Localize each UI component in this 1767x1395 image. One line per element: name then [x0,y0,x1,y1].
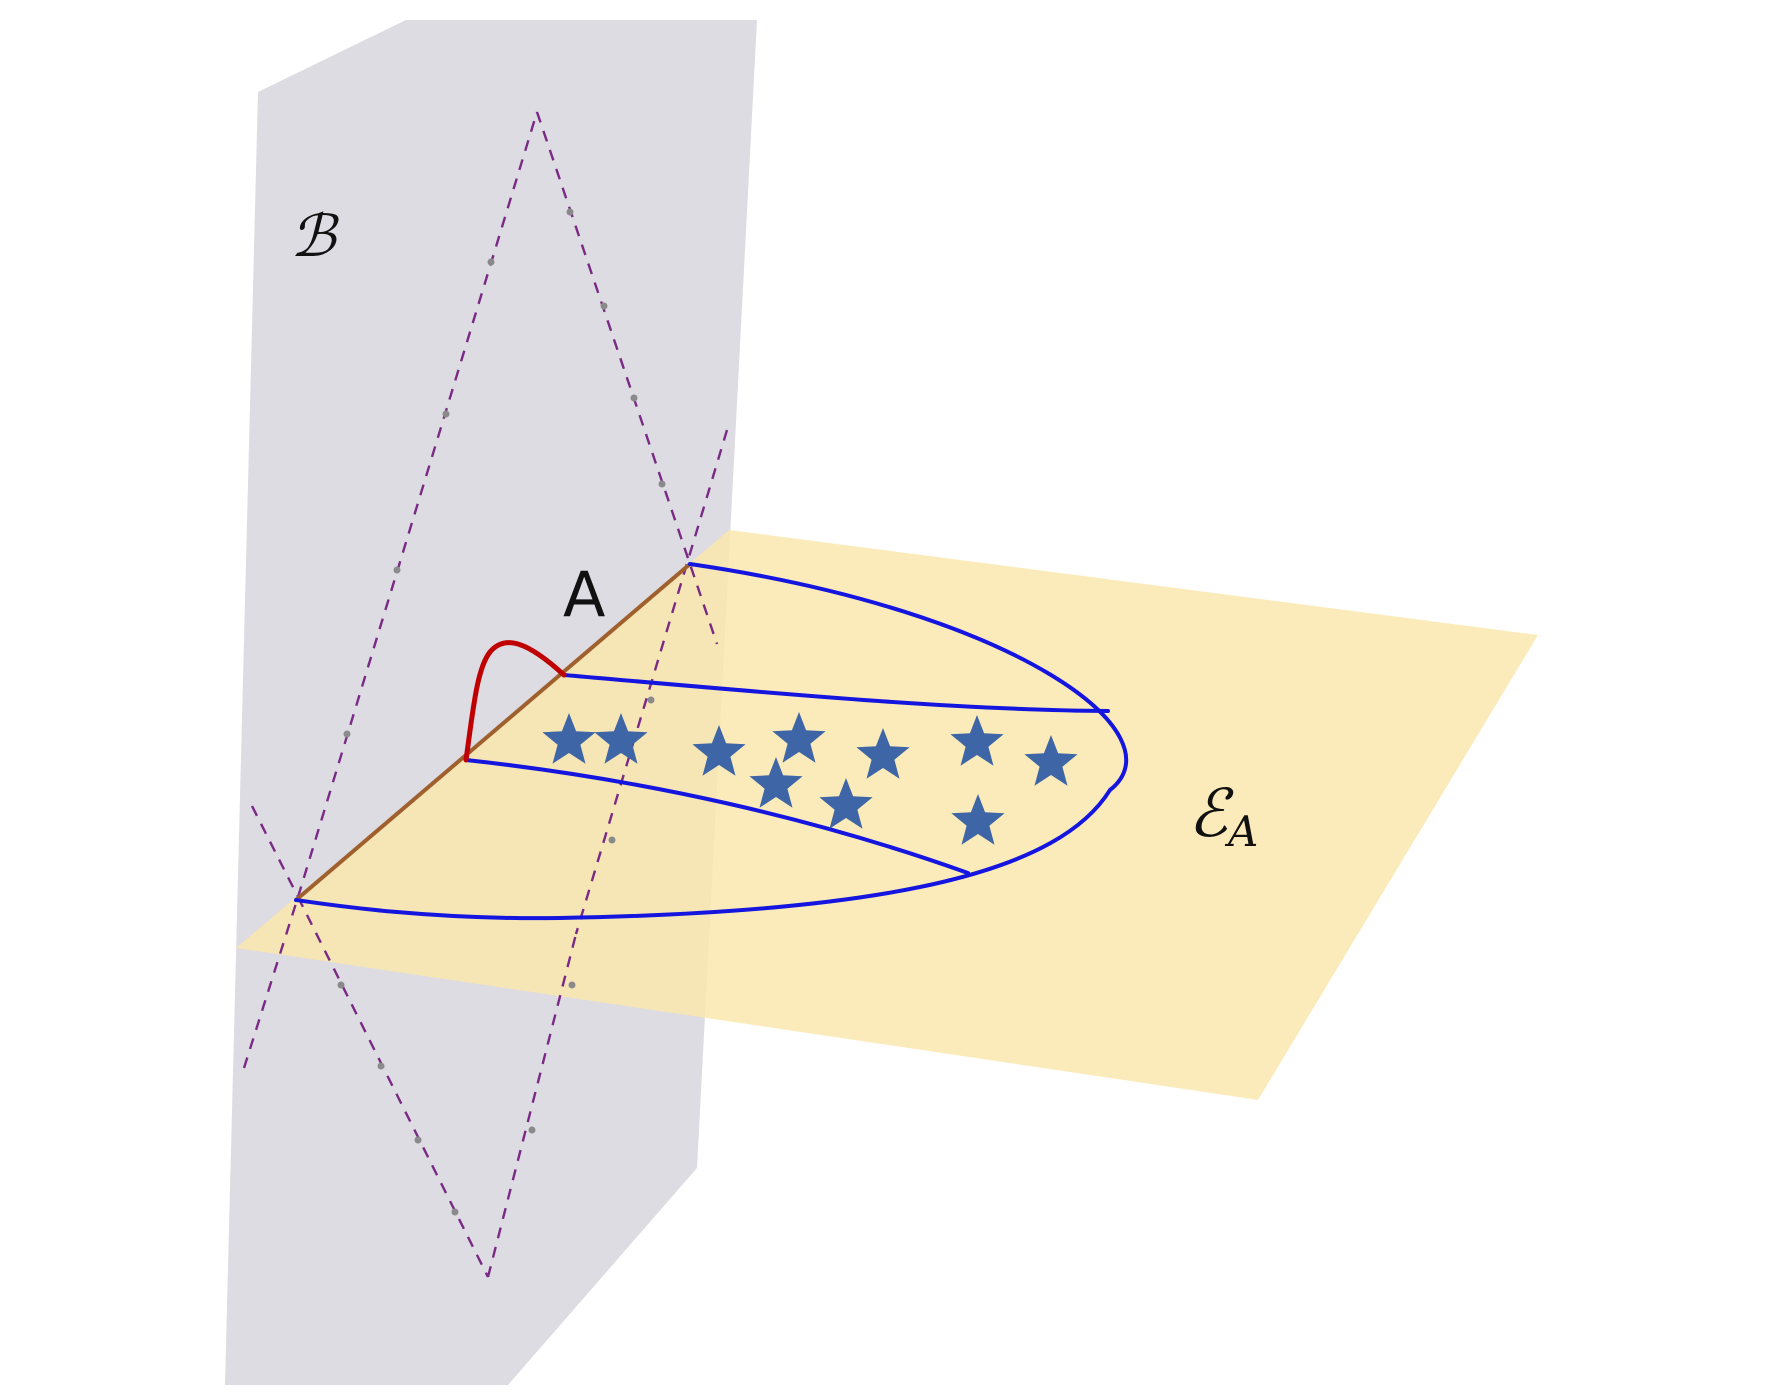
boundary-segment-A [294,562,692,902]
outer-wedge-curve [294,562,1129,921]
bulk-plane [225,20,757,1385]
dashed-line-lower-left [296,896,490,1278]
dashed-line-left-short [250,805,300,898]
dashed-line-dots [337,208,666,1216]
dashed-line-upper-left [296,111,539,898]
bulk-label: ℬ [290,202,340,270]
wedge-label-main: ℰ [1188,775,1234,852]
inner-curve-lower [464,758,970,875]
wedge-label-subscript: A [1224,807,1258,856]
wedge-curves [294,562,1129,921]
entanglement-wedge-label: ℰA [1188,775,1258,856]
dashed-line-upper-right [535,111,719,645]
red-hook-curve [463,640,567,763]
inner-curve-upper [562,673,1110,713]
dashed-line-bottom-left [242,896,300,1069]
boundary-region-label: A [563,558,605,631]
